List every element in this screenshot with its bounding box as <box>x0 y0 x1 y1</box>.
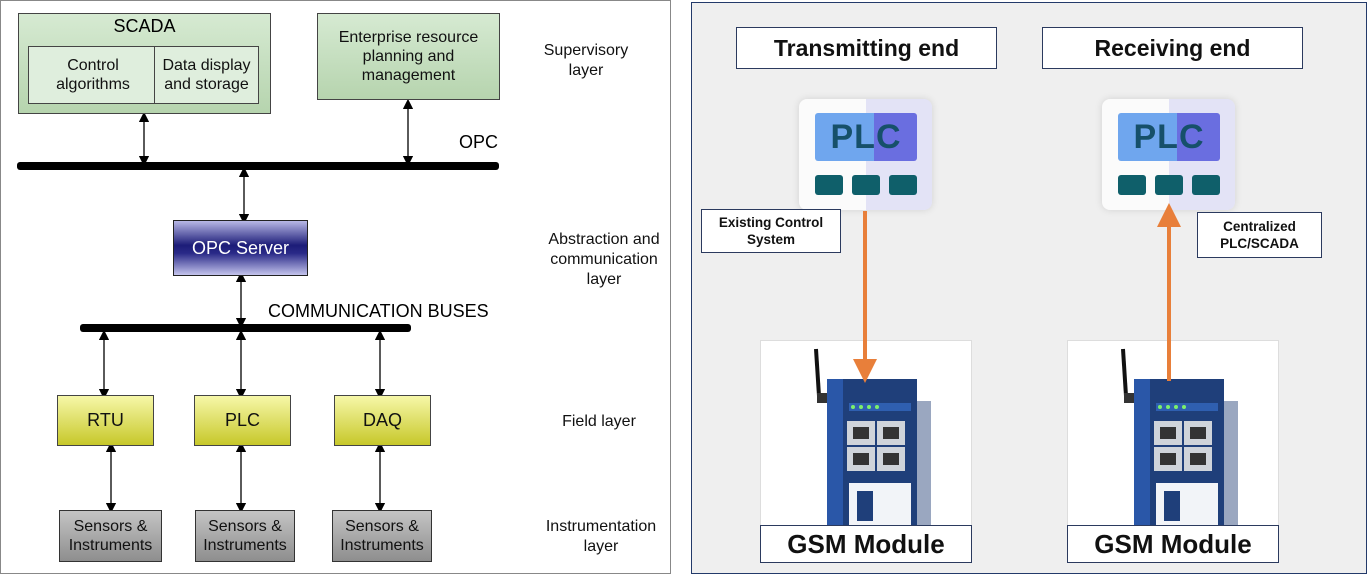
opc-bus <box>17 162 499 170</box>
scada-box: SCADA Control algorithms Data display an… <box>18 13 271 114</box>
erp-box: Enterprise resource planning and managem… <box>317 13 500 100</box>
sensors-instruments-box-1: Sensors & Instruments <box>59 510 162 562</box>
sensors-instruments-box-2: Sensors & Instruments <box>195 510 295 562</box>
sensors-instruments-box-3: Sensors & Instruments <box>332 510 432 562</box>
daq-box: DAQ <box>334 395 431 446</box>
centralized-plc-scada-note: Centralized PLC/SCADA <box>1197 212 1322 258</box>
plc-button <box>815 175 843 195</box>
gsm-module-label-receiving: GSM Module <box>1067 525 1279 563</box>
gsm-communication-diagram: Transmitting end Receiving end PLC PLC E… <box>691 2 1367 574</box>
gsm-device-photo-transmitting <box>760 340 972 529</box>
control-algorithms-box: Control algorithms <box>28 46 158 104</box>
opc-server-box: OPC Server <box>173 220 308 276</box>
gsm-router-icon <box>1121 348 1238 529</box>
communication-buses-label: COMMUNICATION BUSES <box>268 301 489 321</box>
plc-button <box>889 175 917 195</box>
field-layer-label: Field layer <box>562 413 636 430</box>
plc-icon-transmitting: PLC <box>799 99 932 210</box>
plc-button <box>1192 175 1220 195</box>
communication-bus <box>80 324 411 332</box>
rtu-box: RTU <box>57 395 154 446</box>
receiving-end-header: Receiving end <box>1042 27 1303 69</box>
connector-arrows <box>98 98 414 514</box>
plc-screen: PLC <box>1118 113 1220 161</box>
supervisory-layer-label: Supervisory layer <box>543 42 629 79</box>
plc-icon-receiving: PLC <box>1102 99 1235 210</box>
opc-label: OPC <box>459 132 499 152</box>
plc-button <box>1118 175 1146 195</box>
plc-screen: PLC <box>815 113 917 161</box>
gsm-router-icon <box>814 348 931 529</box>
plc-box: PLC <box>194 395 291 446</box>
gsm-module-label-transmitting: GSM Module <box>760 525 972 563</box>
scada-title: SCADA <box>113 16 176 36</box>
transmitting-end-header: Transmitting end <box>736 27 997 69</box>
signal-arrows <box>853 203 1181 383</box>
data-display-storage-box: Data display and storage <box>154 46 259 104</box>
gsm-device-photo-receiving <box>1067 340 1279 529</box>
plc-button <box>1155 175 1183 195</box>
scada-architecture-diagram: SCADA Control algorithms Data display an… <box>0 0 671 574</box>
plc-button <box>852 175 880 195</box>
abstraction-layer-label: Abstraction and communication layer <box>548 231 660 288</box>
instrumentation-layer-label: Instrumentation layer <box>545 518 657 555</box>
existing-control-system-note: Existing Control System <box>701 209 841 253</box>
